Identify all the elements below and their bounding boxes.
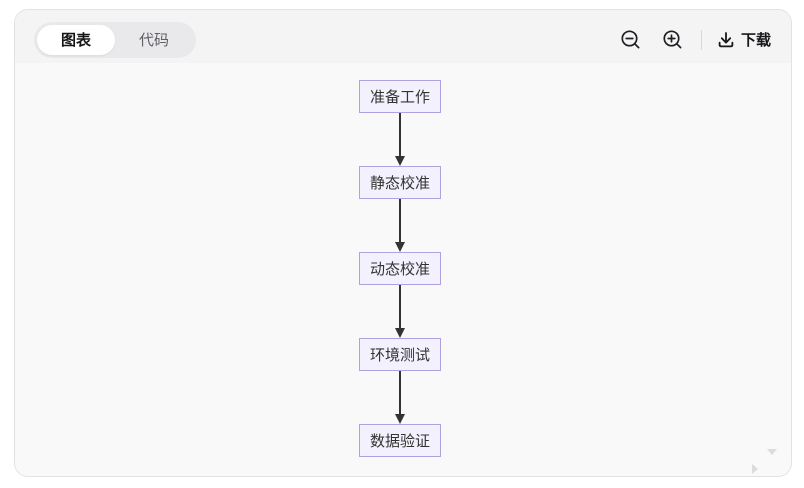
zoom-in-icon bbox=[662, 29, 684, 51]
flow-arrowhead-icon bbox=[395, 156, 405, 166]
flow-arrowhead-icon bbox=[395, 242, 405, 252]
flow-node-label: 数据验证 bbox=[369, 433, 430, 450]
flow-arrow bbox=[399, 285, 401, 328]
flow-arrow bbox=[399, 371, 401, 414]
flow-node-label: 动态校准 bbox=[369, 261, 430, 278]
tab-switcher: 图表 代码 bbox=[34, 21, 197, 58]
download-label: 下载 bbox=[740, 32, 771, 49]
flow-node: 准备工作 bbox=[359, 80, 441, 113]
flow-arrowhead-icon bbox=[395, 414, 405, 424]
zoom-in-button[interactable] bbox=[659, 26, 687, 54]
zoom-out-icon bbox=[620, 29, 642, 51]
scroll-hint-right-icon bbox=[752, 464, 758, 474]
tab-code[interactable]: 代码 bbox=[115, 25, 193, 55]
zoom-out-button[interactable] bbox=[617, 26, 645, 54]
toolbar-divider bbox=[700, 29, 702, 50]
flow-node: 数据验证 bbox=[359, 424, 441, 457]
tab-chart[interactable]: 图表 bbox=[37, 24, 116, 55]
flow-node: 静态校准 bbox=[359, 166, 441, 199]
flow-arrow bbox=[399, 113, 401, 156]
diagram-canvas[interactable]: 准备工作静态校准动态校准环境测试数据验证 bbox=[15, 63, 791, 476]
scroll-hint-down-icon bbox=[767, 449, 777, 455]
flow-arrowhead-icon bbox=[395, 328, 405, 338]
flow-node-label: 静态校准 bbox=[369, 175, 430, 192]
preview-toolbar: 下载 bbox=[617, 26, 771, 54]
flow-node-label: 环境测试 bbox=[369, 347, 430, 364]
flow-node: 环境测试 bbox=[359, 338, 441, 371]
flow-arrow bbox=[399, 199, 401, 242]
preview-header: 图表 代码 bbox=[15, 10, 791, 63]
chart-preview-card: 图表 代码 bbox=[14, 9, 792, 477]
flow-node: 动态校准 bbox=[359, 252, 441, 285]
download-icon bbox=[716, 30, 736, 50]
flow-node-label: 准备工作 bbox=[369, 89, 430, 106]
download-button[interactable]: 下载 bbox=[716, 29, 771, 50]
